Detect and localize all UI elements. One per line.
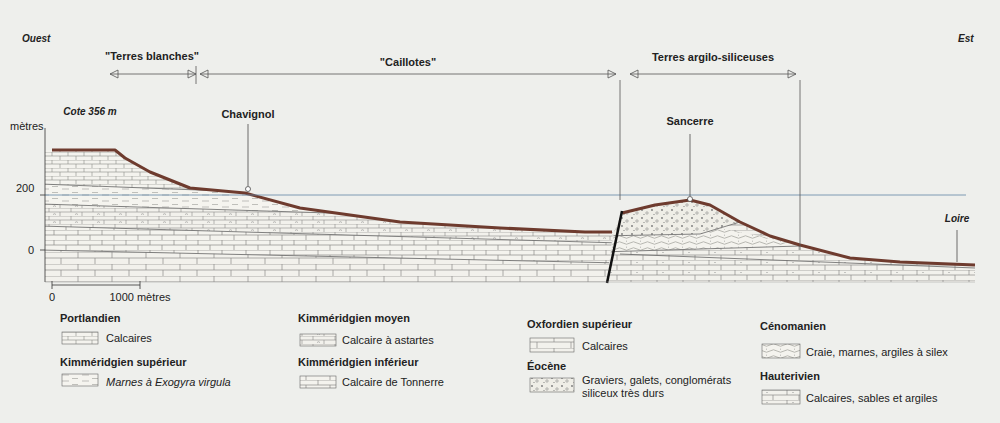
- zone-label: "Terres blanches": [103, 50, 201, 63]
- elevation-label: Cote 356 m: [63, 105, 116, 118]
- legend-text: Craie, marnes, argiles à silex: [806, 346, 948, 359]
- stage-name: Kimméridgien supérieur: [60, 356, 187, 369]
- place-label: Sancerre: [666, 115, 713, 128]
- place-label: Chavignol: [221, 108, 274, 121]
- legend-text: Calcaires, sables et argiles: [806, 392, 937, 405]
- direction-label: Est: [958, 32, 974, 45]
- legend-text: Calcaires: [582, 340, 628, 353]
- zone-label: "Caillotes": [378, 56, 438, 69]
- stage-name: Oxfordien supérieur: [527, 318, 632, 331]
- legend-text: Marnes à Exogyra virgula: [106, 376, 231, 389]
- direction-label: Ouest: [22, 32, 50, 45]
- scale-label: 1000 mètres: [109, 291, 170, 304]
- stage-name: Kimméridgien inférieur: [298, 356, 418, 369]
- scale-label: 0: [49, 291, 55, 304]
- axis-unit: mètres: [10, 120, 44, 133]
- stage-name: Kimméridgien moyen: [298, 312, 410, 325]
- stage-name: Éocène: [527, 360, 566, 373]
- axis-tick: 0: [28, 244, 34, 257]
- legend-text: Calcaires: [106, 332, 152, 345]
- stage-name: Cénomanien: [760, 320, 826, 333]
- axis-tick: 200: [16, 182, 34, 195]
- legend-text: Calcaire de Tonnerre: [342, 376, 444, 389]
- stage-name: Hauterivien: [760, 370, 820, 383]
- legend-text: Graviers, galets, conglomérats siliceux …: [582, 374, 762, 400]
- legend-text: Calcaire à astartes: [342, 334, 434, 347]
- zone-label: Terres argilo-siliceuses: [650, 51, 776, 64]
- place-label: Loire: [945, 212, 969, 225]
- stage-name: Portlandien: [60, 312, 121, 325]
